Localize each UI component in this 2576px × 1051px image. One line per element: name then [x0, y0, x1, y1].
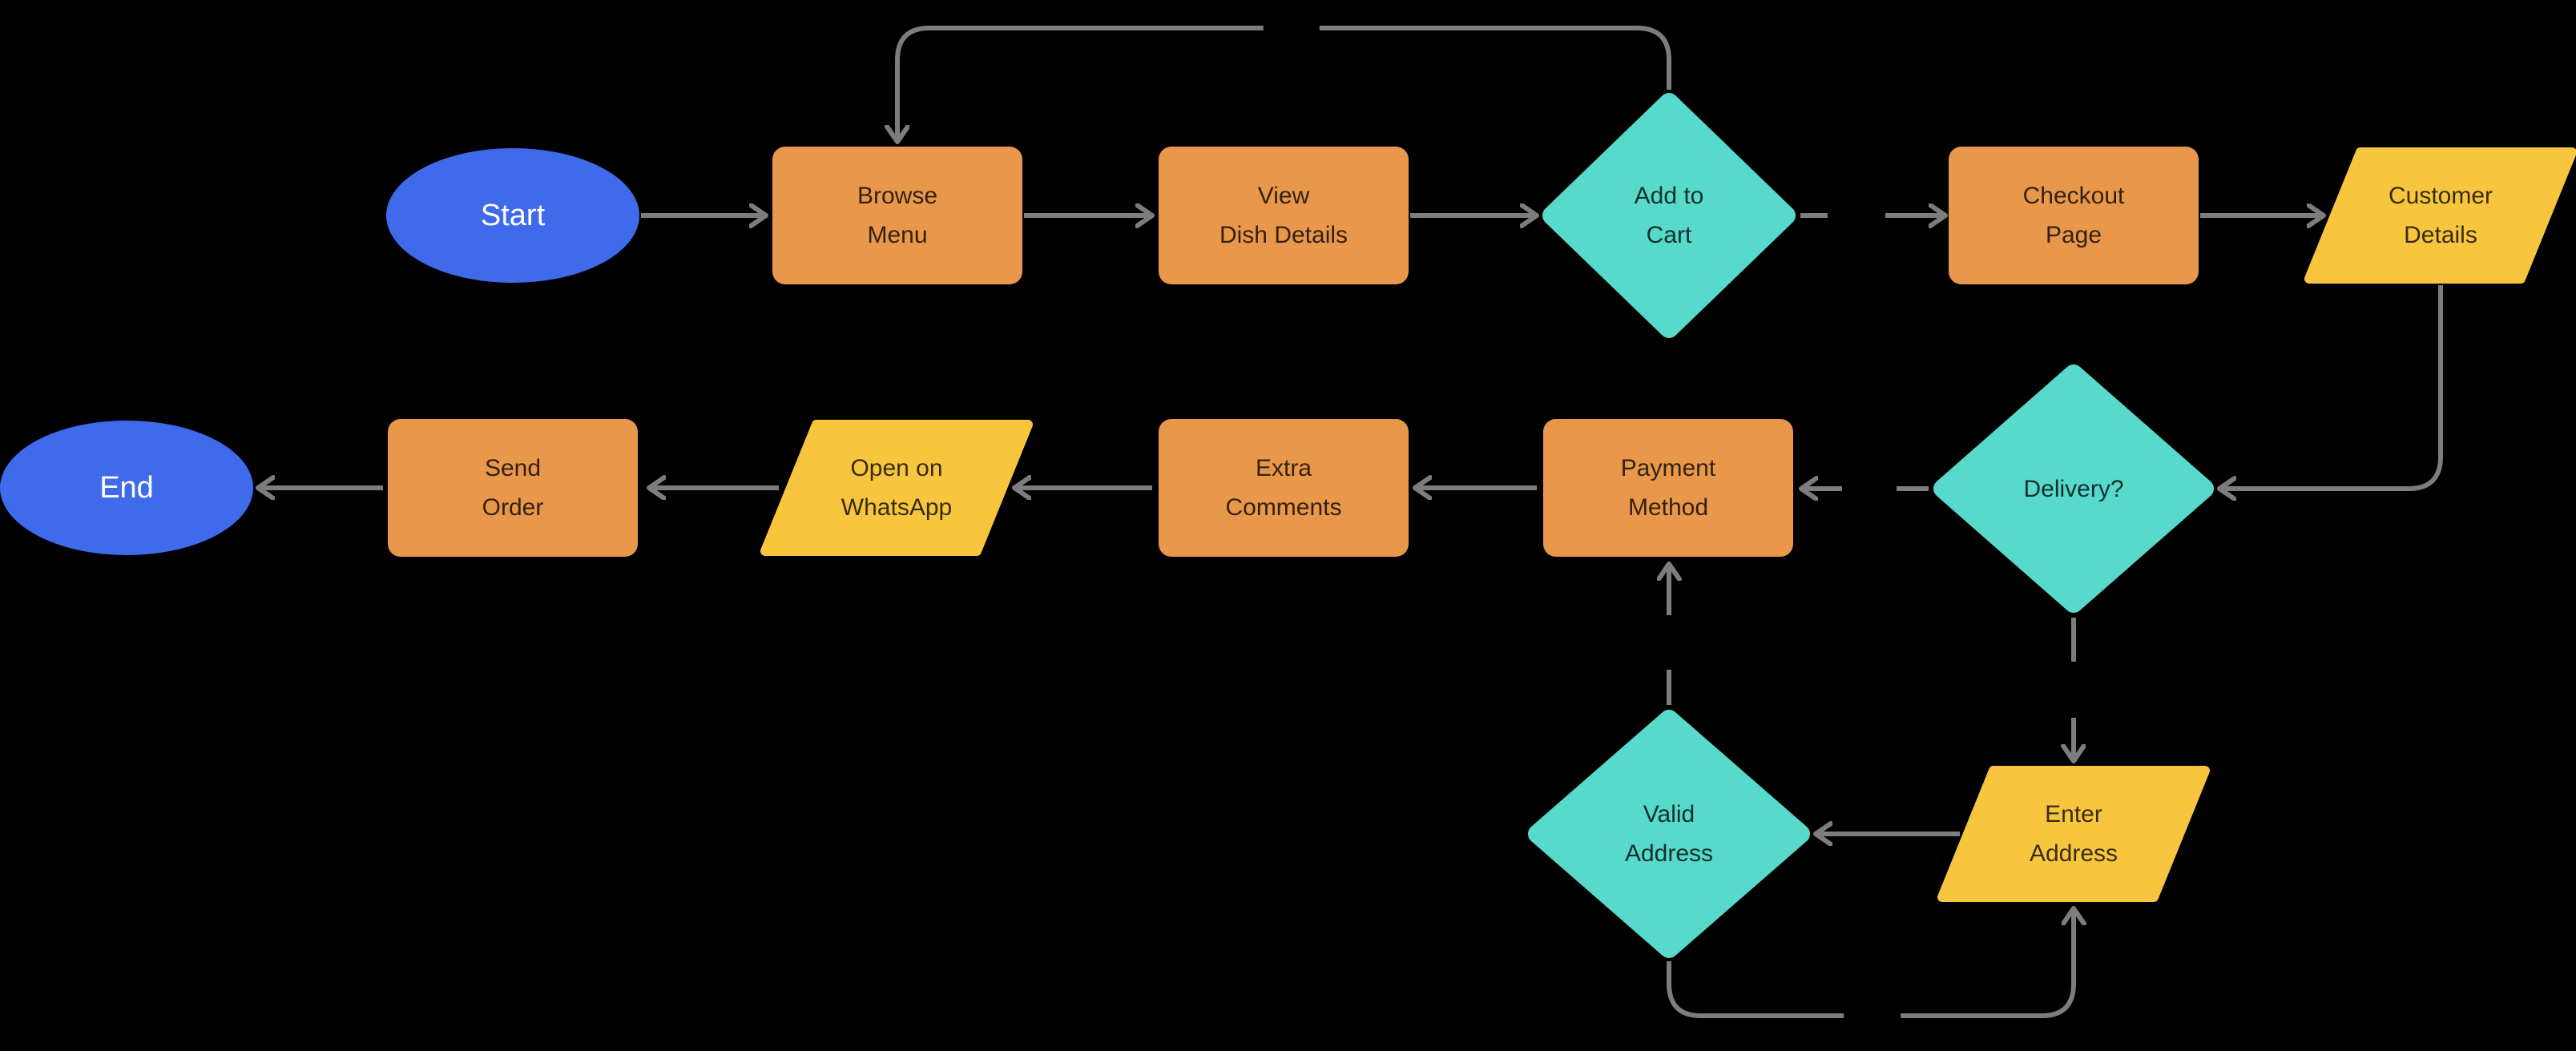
node-view-dish-details: [1159, 147, 1409, 284]
edge-valid-address-enter-address-loop: [1667, 908, 2074, 1018]
node-valid-address: [1528, 710, 1810, 958]
node-open-on-whatsapp: [760, 420, 1033, 556]
node-checkout-page: [1949, 147, 2199, 284]
edge-add-to-cart-browse-menu-loop: [897, 26, 1671, 142]
node-add-to-cart: [1542, 93, 1796, 338]
node-browse-menu: [772, 147, 1022, 284]
node-start: [386, 148, 639, 283]
node-payment-method: [1543, 419, 1793, 557]
node-enter-address: [1937, 766, 2210, 902]
node-customer-details: [2304, 147, 2576, 284]
edge-customer-details-delivery: [2219, 285, 2443, 489]
node-send-order: [388, 419, 638, 557]
node-extra-comments: [1159, 419, 1409, 557]
node-end: [0, 421, 253, 555]
node-delivery: [1933, 364, 2214, 613]
